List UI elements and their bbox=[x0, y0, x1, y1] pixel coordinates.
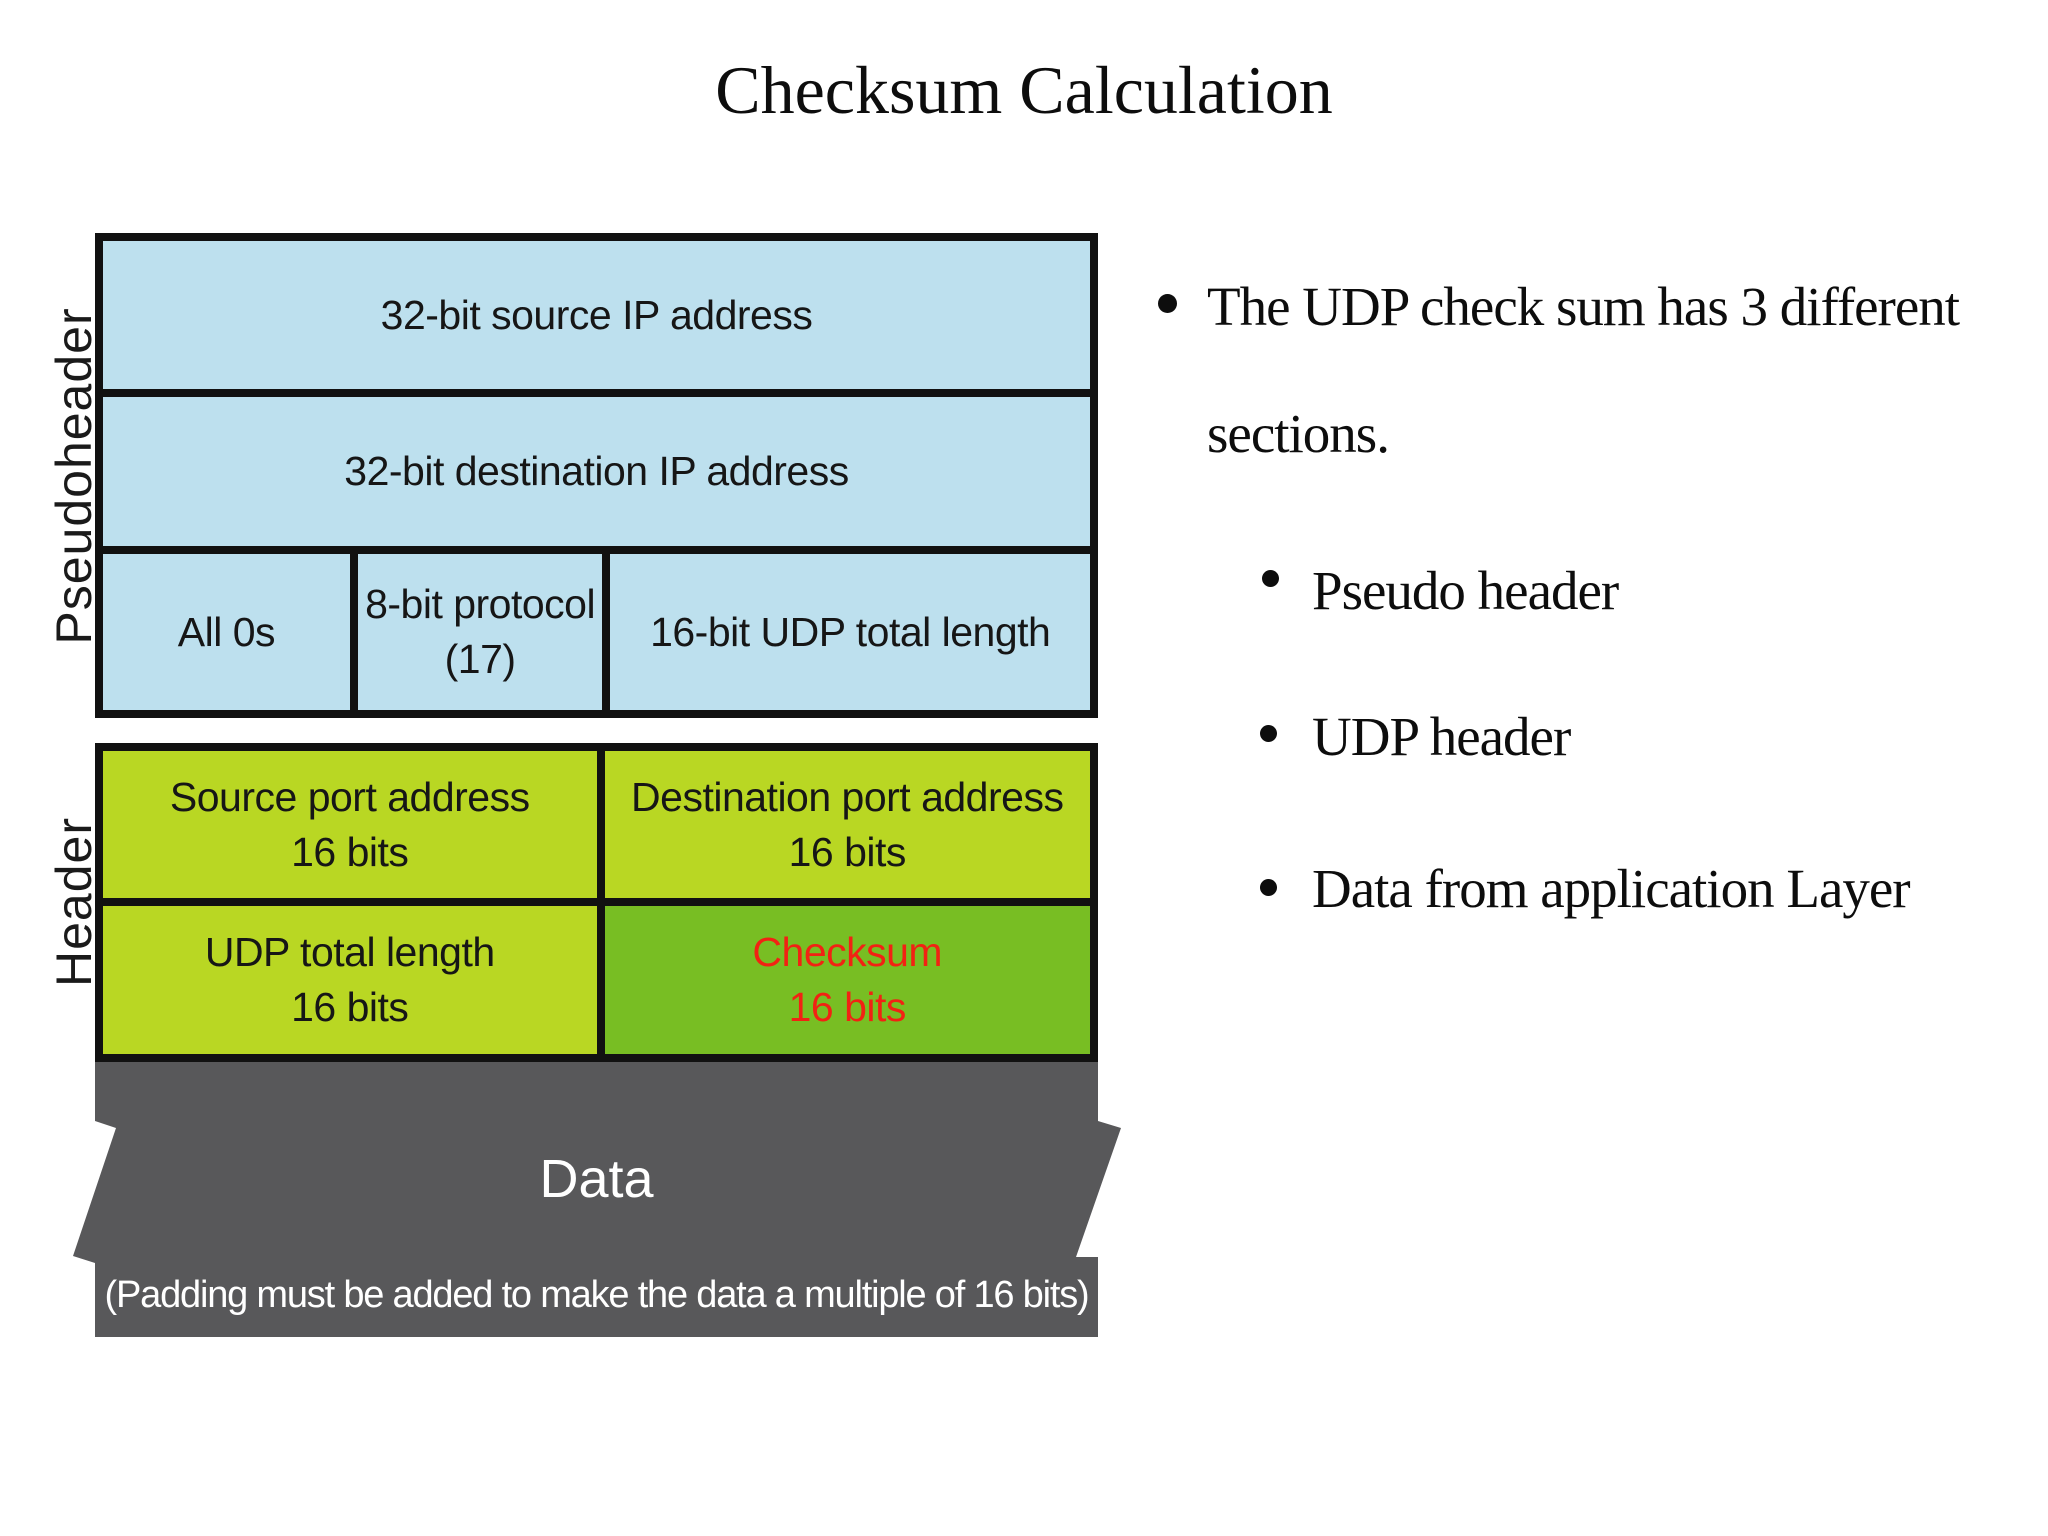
checksum-line2: 16 bits bbox=[788, 984, 907, 1030]
header-row-ports: Source port address 16 bits Destination … bbox=[103, 751, 1090, 906]
dest-port-cell: Destination port address 16 bits bbox=[596, 751, 1091, 898]
dest-ip-cell: 32-bit destination IP address bbox=[344, 448, 849, 494]
dest-port-line1: Destination port address bbox=[631, 773, 1064, 820]
bullet-icon bbox=[1262, 570, 1279, 587]
udp-length-line2: 16 bits bbox=[291, 984, 409, 1030]
dest-port-line2: 16 bits bbox=[788, 828, 907, 875]
data-padding-note: (Padding must be added to make the data … bbox=[104, 1274, 1090, 1316]
pseudoheader-box: 32-bit source IP address 32-bit destinat… bbox=[95, 233, 1098, 718]
pseudoheader-row-source-ip: 32-bit source IP address bbox=[103, 241, 1090, 397]
pseudoheader-row-dest-ip: 32-bit destination IP address bbox=[103, 397, 1090, 554]
slide-title: Checksum Calculation bbox=[715, 52, 1333, 128]
udp-length-line1: UDP total length bbox=[204, 929, 495, 975]
bullet-icon bbox=[1260, 725, 1277, 742]
data-label: Data bbox=[539, 1149, 654, 1209]
bullet-sub-pseudo-header: Pseudo header bbox=[1312, 560, 1619, 621]
udp-total-length-cell: 16-bit UDP total length bbox=[602, 554, 1090, 710]
source-port-line1: Source port address bbox=[169, 773, 530, 820]
udp-header-box: Source port address 16 bits Destination … bbox=[95, 743, 1098, 1062]
source-port-cell: Source port address 16 bits bbox=[103, 751, 597, 898]
checksum-cell: Checksum 16 bits bbox=[596, 906, 1090, 1054]
source-ip-cell: 32-bit source IP address bbox=[380, 291, 813, 338]
checksum-line1: Checksum bbox=[752, 929, 943, 975]
all-zeros-cell: All 0s bbox=[177, 608, 276, 655]
bullet-main-text: The UDP check sum has 3 different sectio… bbox=[1207, 276, 1960, 464]
protocol-cell: 8-bit protocol (17) bbox=[349, 554, 603, 710]
source-port-line2: 16 bits bbox=[291, 828, 409, 875]
bullet-icon bbox=[1158, 294, 1177, 313]
header-row-len-checksum: UDP total length 16 bits Checksum 16 bit… bbox=[103, 906, 1090, 1054]
udp-length-cell: UDP total length 16 bits bbox=[103, 906, 597, 1054]
bullet-sub-udp-header: UDP header bbox=[1312, 706, 1571, 767]
protocol-line1: 8-bit protocol bbox=[365, 581, 596, 627]
pseudoheader-row-proto-len: All 0s 8-bit protocol (17) 16-bit UDP to… bbox=[103, 554, 1090, 710]
protocol-line2: (17) bbox=[444, 636, 516, 682]
bullet-icon bbox=[1260, 879, 1277, 896]
bullet-sub-data-app-layer: Data from application Layer bbox=[1312, 858, 1911, 919]
